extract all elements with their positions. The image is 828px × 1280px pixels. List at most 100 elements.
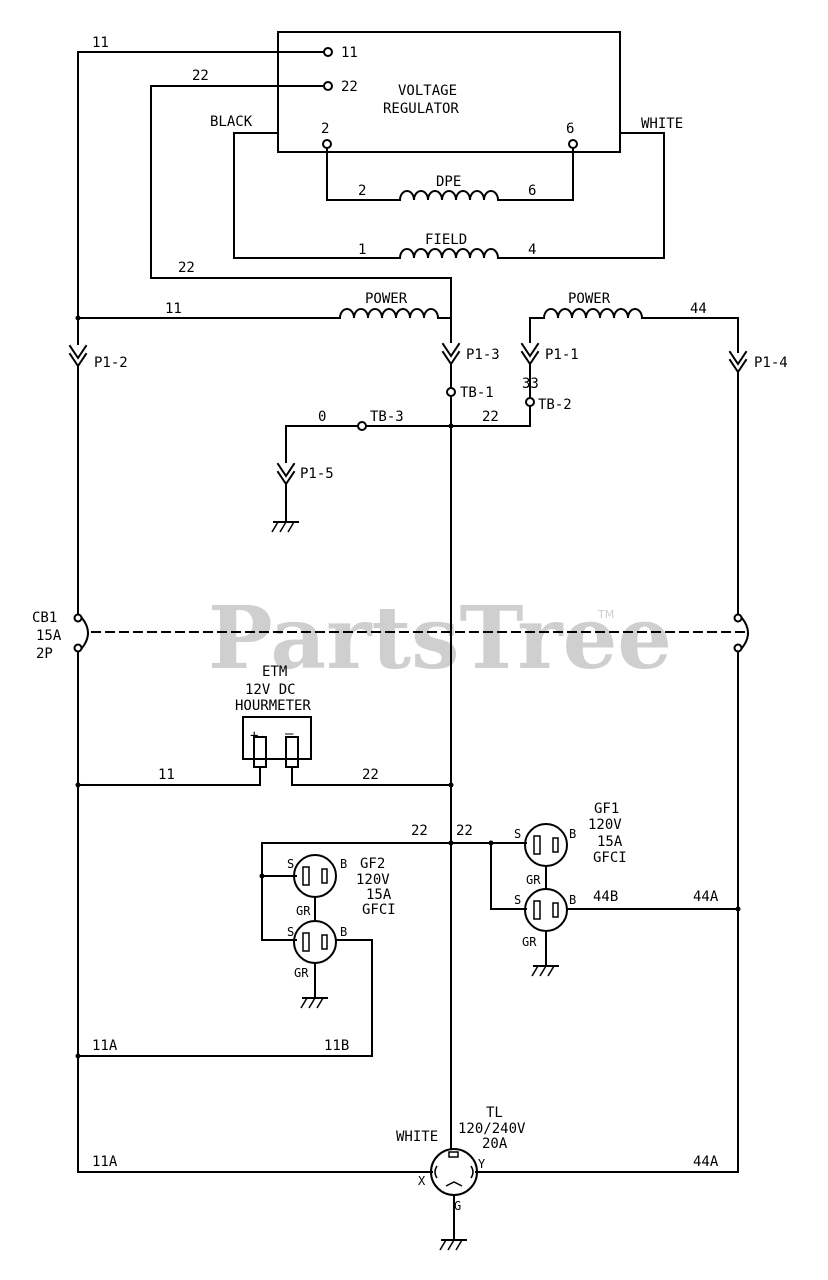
connector-p1-3-label: P1-3 bbox=[466, 347, 500, 363]
twistlock-x-label: X bbox=[418, 1174, 426, 1188]
ground-icon bbox=[439, 1239, 467, 1251]
connector-p1-1-label: P1-1 bbox=[545, 347, 579, 363]
wire-right-lower bbox=[475, 651, 739, 1173]
breaker-right-bottom bbox=[733, 643, 743, 653]
gf2-label-1: GF2 bbox=[360, 856, 385, 872]
field-left-label: 1 bbox=[358, 242, 366, 258]
gf1-gr-upper-label: GR bbox=[526, 873, 541, 887]
gf1-b-upper-label: B bbox=[569, 827, 576, 841]
regulator-terminal-2-label: 2 bbox=[321, 121, 329, 137]
hourmeter-label-2: 12V DC bbox=[245, 682, 296, 698]
breaker-label-1: CB1 bbox=[32, 610, 57, 626]
connector-p1-5-chevron-a bbox=[276, 462, 296, 478]
breaker-left-arc bbox=[80, 616, 89, 650]
twistlock-label-1: TL bbox=[486, 1105, 503, 1121]
wire-11b-label: 11B bbox=[324, 1038, 349, 1054]
twistlock-label-2: 120/240V bbox=[458, 1121, 526, 1137]
breaker-right-arc bbox=[740, 616, 749, 650]
gf1-label-1: GF1 bbox=[594, 801, 619, 817]
gf1-label-3: 15A bbox=[597, 834, 623, 850]
wire-11b bbox=[77, 939, 373, 1057]
gf2-b-upper-label: B bbox=[340, 857, 347, 871]
regulator-label-2: REGULATOR bbox=[383, 101, 459, 117]
terminal-tb-1-label: TB-1 bbox=[460, 385, 494, 401]
gf2-label-4: GFCI bbox=[362, 902, 396, 918]
connector-p1-3-chevron-a bbox=[441, 342, 461, 358]
ground-icon bbox=[271, 521, 299, 533]
gf2-s-upper-label: S bbox=[287, 857, 294, 871]
wire-dpe-left bbox=[326, 147, 401, 201]
twistlock-white-label: WHITE bbox=[396, 1129, 438, 1145]
wire-22-tb bbox=[450, 405, 531, 427]
connector-p1-5-label: P1-5 bbox=[300, 466, 334, 482]
dpe-right-label: 6 bbox=[528, 183, 536, 199]
wire-black bbox=[233, 132, 401, 259]
wire-22-etm-label: 22 bbox=[362, 767, 379, 783]
watermark-tm: TM bbox=[597, 608, 614, 621]
wire-44 bbox=[641, 317, 739, 353]
gf1-label-2: 120V bbox=[588, 817, 622, 833]
gf1-b-lower-label: B bbox=[569, 893, 576, 907]
connector-p1-4-chevron-b bbox=[728, 358, 748, 374]
power-coil-left bbox=[338, 308, 440, 320]
hourmeter-label-1: ETM bbox=[262, 664, 287, 680]
wire-left-lower bbox=[77, 651, 433, 1173]
junction bbox=[448, 840, 454, 846]
gf1-s-lower-label: S bbox=[514, 893, 521, 907]
wire-11-power-label: 11 bbox=[165, 301, 182, 317]
wire-22-top-label: 22 bbox=[192, 68, 209, 84]
gf2-gr-upper-label: GR bbox=[296, 904, 311, 918]
wire-22-etm bbox=[291, 766, 452, 786]
connector-p1-2-chevron-b bbox=[68, 352, 88, 368]
gf2-receptacle-upper bbox=[293, 854, 337, 898]
regulator-terminal-22 bbox=[323, 81, 333, 91]
ground-icon bbox=[300, 997, 328, 1009]
wire-dpe-right bbox=[497, 147, 574, 201]
wire-44-label: 44 bbox=[690, 301, 707, 317]
terminal-tb-1 bbox=[446, 387, 456, 397]
power-coil-right-label: POWER bbox=[568, 291, 611, 307]
junction bbox=[75, 1053, 81, 1059]
breaker-right-top bbox=[733, 613, 743, 623]
twistlock-y-label: Y bbox=[478, 1157, 486, 1171]
connector-p1-2-label: P1-2 bbox=[94, 355, 128, 371]
field-right-label: 4 bbox=[528, 242, 536, 258]
wire-power-right-in bbox=[529, 317, 545, 343]
ground-icon bbox=[531, 965, 559, 977]
wire-11-top-label: 11 bbox=[92, 35, 109, 51]
wire-22-gf-a-label: 22 bbox=[411, 823, 428, 839]
voltage-regulator-box bbox=[277, 31, 621, 153]
terminal-tb-2-label: TB-2 bbox=[538, 397, 572, 413]
wire-22-tb-label: 22 bbox=[482, 409, 499, 425]
connector-p1-5-chevron-b bbox=[276, 470, 296, 486]
gf2-s-lower-label: S bbox=[287, 925, 294, 939]
regulator-terminal-2 bbox=[322, 139, 332, 149]
wire-11-etm bbox=[77, 766, 261, 786]
wire-44a-1-label: 44A bbox=[693, 889, 719, 905]
twistlock-label-3: 20A bbox=[482, 1136, 508, 1152]
connector-p1-1-chevron-b bbox=[520, 350, 540, 366]
wire-white bbox=[497, 132, 665, 259]
wire-11-etm-label: 11 bbox=[158, 767, 175, 783]
hourmeter-label-3: HOURMETER bbox=[235, 698, 311, 714]
connector-p1-4-label: P1-4 bbox=[754, 355, 788, 371]
power-coil-left-label: POWER bbox=[365, 291, 408, 307]
dpe-coil-label: DPE bbox=[436, 174, 461, 190]
breaker-left-bottom bbox=[73, 643, 83, 653]
junction bbox=[75, 782, 81, 788]
breaker-left-top bbox=[73, 613, 83, 623]
twistlock-receptacle bbox=[430, 1148, 478, 1196]
hourmeter-minus: — bbox=[285, 726, 294, 742]
dpe-coil bbox=[398, 190, 500, 202]
regulator-terminal-6 bbox=[568, 139, 578, 149]
wire-white-label: WHITE bbox=[641, 116, 683, 132]
breaker-label-3: 2P bbox=[36, 646, 53, 662]
connector-p1-2-chevron-a bbox=[68, 344, 88, 360]
terminal-tb-3-label: TB-3 bbox=[370, 409, 404, 425]
wire-gf1-s-lower bbox=[490, 842, 527, 910]
wire-22-gf-b-label: 22 bbox=[456, 823, 473, 839]
junction bbox=[448, 782, 454, 788]
gf2-receptacle-lower bbox=[293, 920, 337, 964]
gf2-gr-lower-label: GR bbox=[294, 966, 309, 980]
